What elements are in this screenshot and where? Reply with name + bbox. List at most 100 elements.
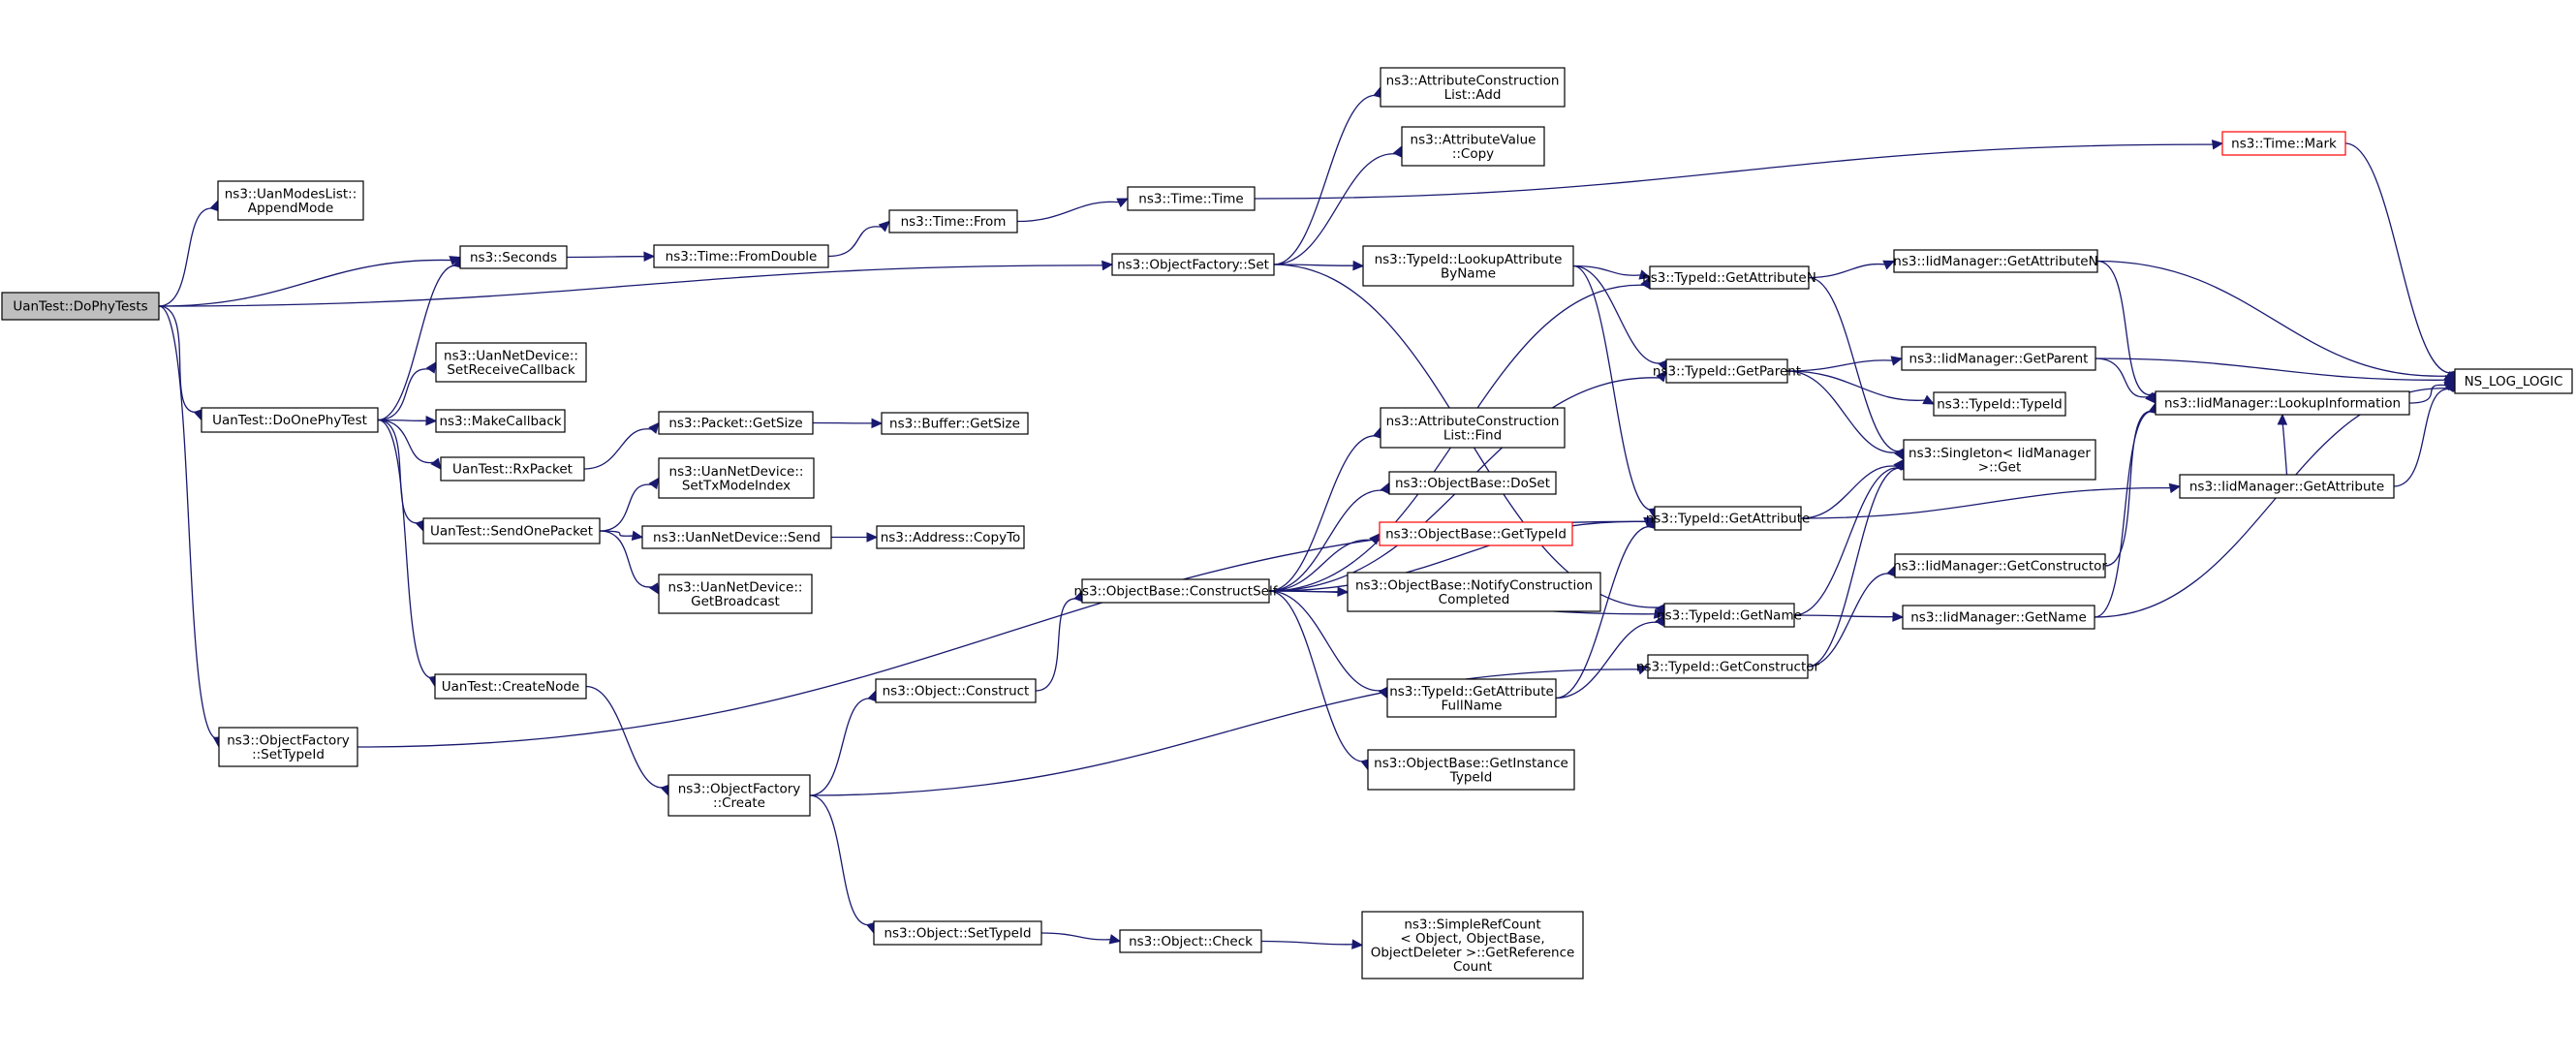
node-label: ns3::AttributeConstruction [1386, 414, 1560, 429]
node-objfactory-settypeid[interactable]: ns3::ObjectFactory::SetTypeId [218, 727, 358, 767]
call-edge [2096, 260, 2448, 377]
node-objectbase-constructself[interactable]: ns3::ObjectBase::ConstructSelf [1074, 578, 1279, 604]
node-ns-log-logic[interactable]: NS_LOG_LOGIC [2454, 368, 2573, 394]
node-object-check[interactable]: ns3::Object::Check [1119, 929, 1262, 953]
node-buffer-getsize[interactable]: ns3::Buffer::GetSize [881, 412, 1029, 435]
call-edge [1793, 467, 1902, 616]
node-box [641, 525, 832, 549]
node-attrvalue-copy[interactable]: ns3::AttributeValue::Copy [1401, 126, 1545, 167]
node-label: ns3::TypeId::GetParent [1653, 364, 1801, 380]
call-edge [1555, 621, 1660, 699]
call-edge [1260, 940, 1354, 946]
node-box [1665, 358, 1788, 384]
node-box [1386, 678, 1557, 718]
node-settxmodeindex[interactable]: ns3::UanNetDevice::SetTxModeIndex [658, 457, 815, 499]
node-label: FullName [1442, 698, 1503, 713]
call-edges [158, 85, 2459, 949]
node-makecallback[interactable]: ns3::MakeCallback [435, 409, 566, 433]
node-object-settypeid[interactable]: ns3::Object::SetTypeId [873, 920, 1042, 946]
node-rxpacket[interactable]: UanTest::RxPacket [440, 456, 585, 482]
node-box [434, 673, 587, 699]
node-label: ns3::TypeId::GetName [1657, 608, 1802, 624]
node-address-copyto[interactable]: ns3::Address::CopyTo [876, 525, 1025, 549]
node-label: ns3::Object::SetTypeId [884, 926, 1031, 942]
node-appendmode[interactable]: ns3::UanModesList::AppendMode [217, 180, 364, 221]
node-iid-getparent[interactable]: ns3::IidManager::GetParent [1901, 346, 2096, 371]
node-typeid-getname[interactable]: ns3::TypeId::GetName [1657, 603, 1802, 628]
arrowhead [1890, 356, 1904, 366]
node-label: Count [1453, 959, 1492, 975]
node-singleton-get[interactable]: ns3::Singleton< IidManager>::Get [1903, 439, 2096, 481]
node-box [1111, 253, 1275, 276]
node-time-from[interactable]: ns3::Time::From [888, 209, 1018, 233]
node-object-construct[interactable]: ns3::Object::Construct [875, 678, 1037, 703]
node-doonephytest[interactable]: UanTest::DoOnePhyTest [201, 407, 379, 433]
node-setreceivecb[interactable]: ns3::UanNetDevice::SetReceiveCallback [435, 342, 587, 383]
node-label: ns3::ObjectBase::GetInstance [1374, 756, 1568, 771]
node-objectbase-doset[interactable]: ns3::ObjectBase::DoSet [1388, 471, 1557, 495]
node-objfactory-create[interactable]: ns3::ObjectFactory::Create [667, 774, 811, 817]
node-typeid-typeid[interactable]: ns3::TypeId::TypeId [1933, 391, 2066, 417]
arrowhead [648, 421, 660, 434]
node-box [1933, 391, 2066, 417]
call-edge [599, 530, 635, 537]
node-uannetdevice-send[interactable]: ns3::UanNetDevice::Send [641, 525, 832, 549]
call-edge [158, 305, 219, 739]
node-box [1401, 126, 1545, 167]
call-edge [1786, 359, 1894, 372]
node-label: ns3::IidManager::GetName [1910, 610, 2087, 626]
node-box [1367, 749, 1575, 791]
node-objfactory-set[interactable]: ns3::ObjectFactory::Set [1111, 253, 1275, 276]
node-time-time[interactable]: ns3::Time::Time [1127, 186, 1256, 211]
node-simplerefcount[interactable]: ns3::SimpleRefCount< Object, ObjectBase,… [1361, 911, 1584, 979]
node-iid-getconstructor[interactable]: ns3::IidManager::GetConstructor [1893, 553, 2107, 578]
call-edge [1793, 614, 1895, 618]
node-createnode[interactable]: UanTest::CreateNode [434, 673, 587, 699]
call-edge [585, 685, 667, 789]
node-box [1647, 654, 1809, 679]
arrowhead [425, 360, 437, 374]
node-iid-lookupinformation[interactable]: ns3::IidManager::LookupInformation [2155, 390, 2410, 416]
node-notifyconstruction[interactable]: ns3::ObjectBase::NotifyConstructionCompl… [1347, 572, 1601, 612]
node-sendonepacket[interactable]: UanTest::SendOnePacket [422, 517, 601, 544]
call-edge [1800, 487, 2172, 519]
call-edge [2094, 388, 2450, 618]
node-packet-getsize[interactable]: ns3::Packet::GetSize [658, 411, 814, 435]
node-iid-getname[interactable]: ns3::IidManager::GetName [1902, 605, 2095, 630]
node-typeid-getattribute[interactable]: ns3::TypeId::GetAttribute [1646, 506, 1811, 531]
arrowhead [1655, 613, 1665, 627]
node-seconds[interactable]: ns3::Seconds [459, 245, 568, 269]
node-box [2155, 390, 2410, 416]
call-edge [1268, 590, 1384, 692]
node-getbroadcast[interactable]: ns3::UanNetDevice::GetBroadcast [658, 574, 813, 614]
call-edge [1040, 932, 1112, 941]
call-edge [1572, 264, 1654, 511]
node-box [218, 727, 358, 767]
node-iid-getattributen[interactable]: ns3::IidManager::GetAttributeN [1893, 249, 2098, 273]
call-edge [158, 259, 452, 307]
node-label: ns3::ObjectFactory [227, 732, 350, 748]
arrowhead [1656, 370, 1667, 383]
node-box [667, 774, 811, 817]
node-iid-getattribute[interactable]: ns3::IidManager::GetAttribute [2179, 474, 2395, 499]
call-edge [599, 483, 654, 532]
arrowhead [643, 251, 656, 263]
node-typeid-getattributen[interactable]: ns3::TypeId::GetAttributeN [1642, 265, 1816, 290]
arrowhead [1102, 260, 1114, 271]
arrowhead [2277, 413, 2288, 425]
node-box [440, 456, 585, 482]
node-time-fromdouble[interactable]: ns3::Time::FromDouble [653, 244, 829, 268]
node-typeid-getconstructor[interactable]: ns3::TypeId::GetConstructor [1636, 654, 1820, 679]
node-label: ns3::ObjectFactory [678, 781, 801, 796]
node-time-mark[interactable]: ns3::Time::Mark [2221, 131, 2346, 156]
node-label: ns3::Time::From [901, 214, 1007, 230]
node-typeid-getparent[interactable]: ns3::TypeId::GetParent [1653, 358, 1801, 384]
node-objectbase-gettypeid[interactable]: ns3::ObjectBase::GetTypeId [1379, 521, 1573, 546]
node-dophytests[interactable]: UanTest::DoPhyTests [1, 292, 160, 321]
node-label: ns3::SimpleRefCount [1404, 917, 1540, 932]
